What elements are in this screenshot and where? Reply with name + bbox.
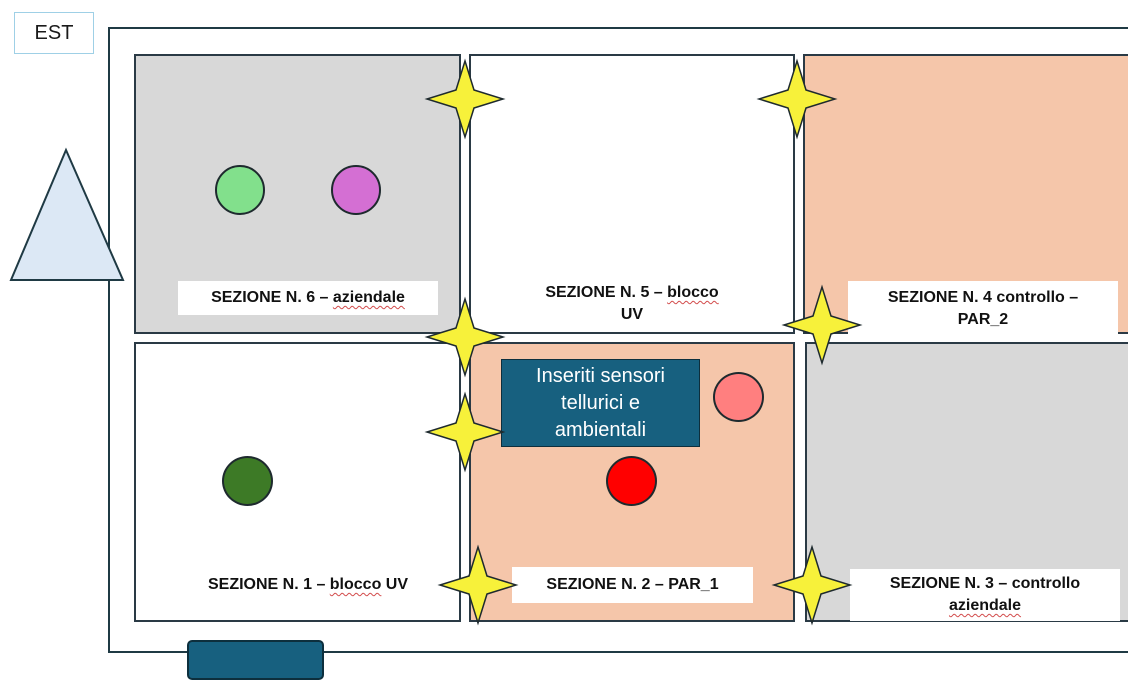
sensor-marker-red: [606, 456, 657, 506]
section-3-label: SEZIONE N. 3 – controllo aziendale: [850, 569, 1120, 621]
star-marker-icon: [437, 544, 519, 626]
star-marker-icon: [424, 296, 506, 378]
star-marker-icon: [756, 58, 838, 140]
section-3-label-underlined: aziendale: [948, 597, 1022, 614]
section-1-label-suffix: UV: [381, 576, 409, 593]
callout-line-1: Inseriti sensori: [536, 364, 665, 387]
section-4-label-line1: SEZIONE N. 4 controllo –: [887, 289, 1079, 306]
section-3-label-line1: SEZIONE N. 3 – controllo: [889, 575, 1081, 592]
section-2-label-text: SEZIONE N. 2 – PAR_1: [546, 576, 719, 593]
star-marker-icon: [771, 544, 853, 626]
section-2-label: SEZIONE N. 2 – PAR_1: [512, 567, 753, 603]
section-5-label-line2: UV: [620, 306, 644, 323]
star-marker-icon: [781, 284, 863, 366]
est-label-box: EST: [14, 12, 94, 54]
sensor-marker-green: [215, 165, 265, 215]
section-1-label: SEZIONE N. 1 – blocco UV: [180, 568, 436, 602]
sensor-marker-dark-green: [222, 456, 273, 506]
section-1-label-underlined: blocco: [329, 576, 382, 593]
section-6-label: SEZIONE N. 6 – aziendale: [178, 281, 438, 315]
sensor-callout: Inseriti sensori tellurici e ambientali: [501, 359, 700, 447]
star-marker-icon: [424, 58, 506, 140]
callout-line-3: ambientali: [554, 418, 647, 441]
sensor-marker-pink: [713, 372, 764, 422]
sensor-marker-magenta: [331, 165, 381, 215]
north-arrow-triangle-icon: [9, 147, 125, 281]
section-1-label-prefix: SEZIONE N. 1 –: [207, 576, 330, 593]
section-6-label-prefix: SEZIONE N. 6 –: [211, 289, 333, 306]
callout-line-2: tellurici e: [561, 391, 640, 414]
star-marker-icon: [424, 391, 506, 473]
section-5-label: SEZIONE N. 5 – blocco UV: [500, 280, 764, 328]
section-6-label-underlined: aziendale: [332, 289, 405, 306]
section-4-label: SEZIONE N. 4 controllo – PAR_2: [848, 281, 1118, 337]
est-label: EST: [34, 21, 74, 44]
section-5-label-prefix: SEZIONE N. 5 –: [545, 284, 668, 301]
diagram-overlay: [9, 58, 863, 626]
section-5-label-underlined: blocco: [667, 284, 719, 301]
section-4-label-line2: PAR_2: [957, 311, 1009, 328]
